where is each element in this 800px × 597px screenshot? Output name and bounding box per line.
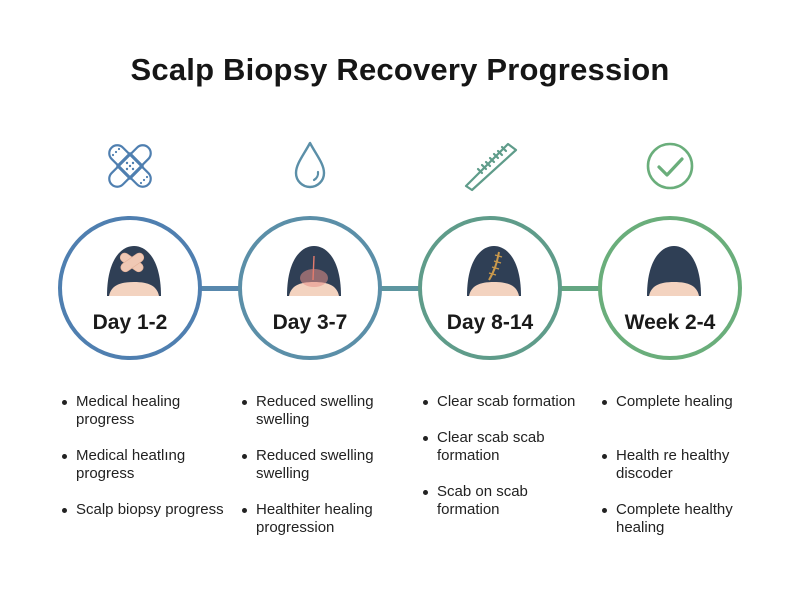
list-item: Medical heatlıng progress	[60, 447, 230, 483]
list-item: Medical healing progress	[60, 393, 230, 429]
scalp-bandage-icon	[103, 242, 165, 300]
list-item: Clear scab scab formation	[421, 429, 591, 465]
stage-label: Day 3-7	[272, 311, 348, 334]
stage-label: Day 8-14	[446, 311, 534, 334]
bandage-icon	[100, 136, 160, 196]
diagram-title: Scalp Biopsy Recovery Progression	[130, 52, 670, 87]
list-item: Complete healing	[600, 393, 770, 411]
stage-circle-week-2-4: Week 2-4	[598, 216, 742, 360]
stage-label: Day 1-2	[92, 311, 168, 334]
connector-line	[560, 286, 600, 291]
stage-3-bullet-list: Clear scab formation Clear scab scab for…	[421, 393, 591, 537]
list-item: Reduced swelling swelling	[240, 447, 410, 483]
stage-circle-day-1-2: Day 1-2	[58, 216, 202, 360]
stage-circle-day-8-14: Day 8-14	[418, 216, 562, 360]
list-item: Healthiter healing progression	[240, 501, 410, 537]
stage-1-bullet-list: Medical healing progress Medical heatlın…	[60, 393, 230, 537]
list-item: Complete healthy healing	[600, 501, 770, 537]
list-item: Reduced swelling swelling	[240, 393, 410, 429]
checkmark-circle-icon	[640, 136, 700, 196]
connector-line	[200, 286, 240, 291]
stage-label: Week 2-4	[624, 311, 716, 334]
scalp-healed-icon	[643, 242, 705, 300]
stage-4-bullet-list: Complete healing Health re healthy disco…	[600, 393, 770, 555]
comb-icon	[460, 136, 520, 196]
connector-line	[380, 286, 420, 291]
stage-circle-day-3-7: Day 3-7	[238, 216, 382, 360]
scalp-swelling-icon	[283, 242, 345, 300]
list-item: Scab on scab formation	[421, 483, 591, 519]
scalp-scab-icon	[463, 242, 525, 300]
list-item: Health re healthy discoder	[600, 447, 770, 483]
list-item: Scalp biopsy progress	[60, 501, 230, 519]
stage-2-bullet-list: Reduced swelling swelling Reduced swelli…	[240, 393, 410, 555]
droplet-icon	[280, 136, 340, 196]
list-item: Clear scab formation	[421, 393, 591, 411]
